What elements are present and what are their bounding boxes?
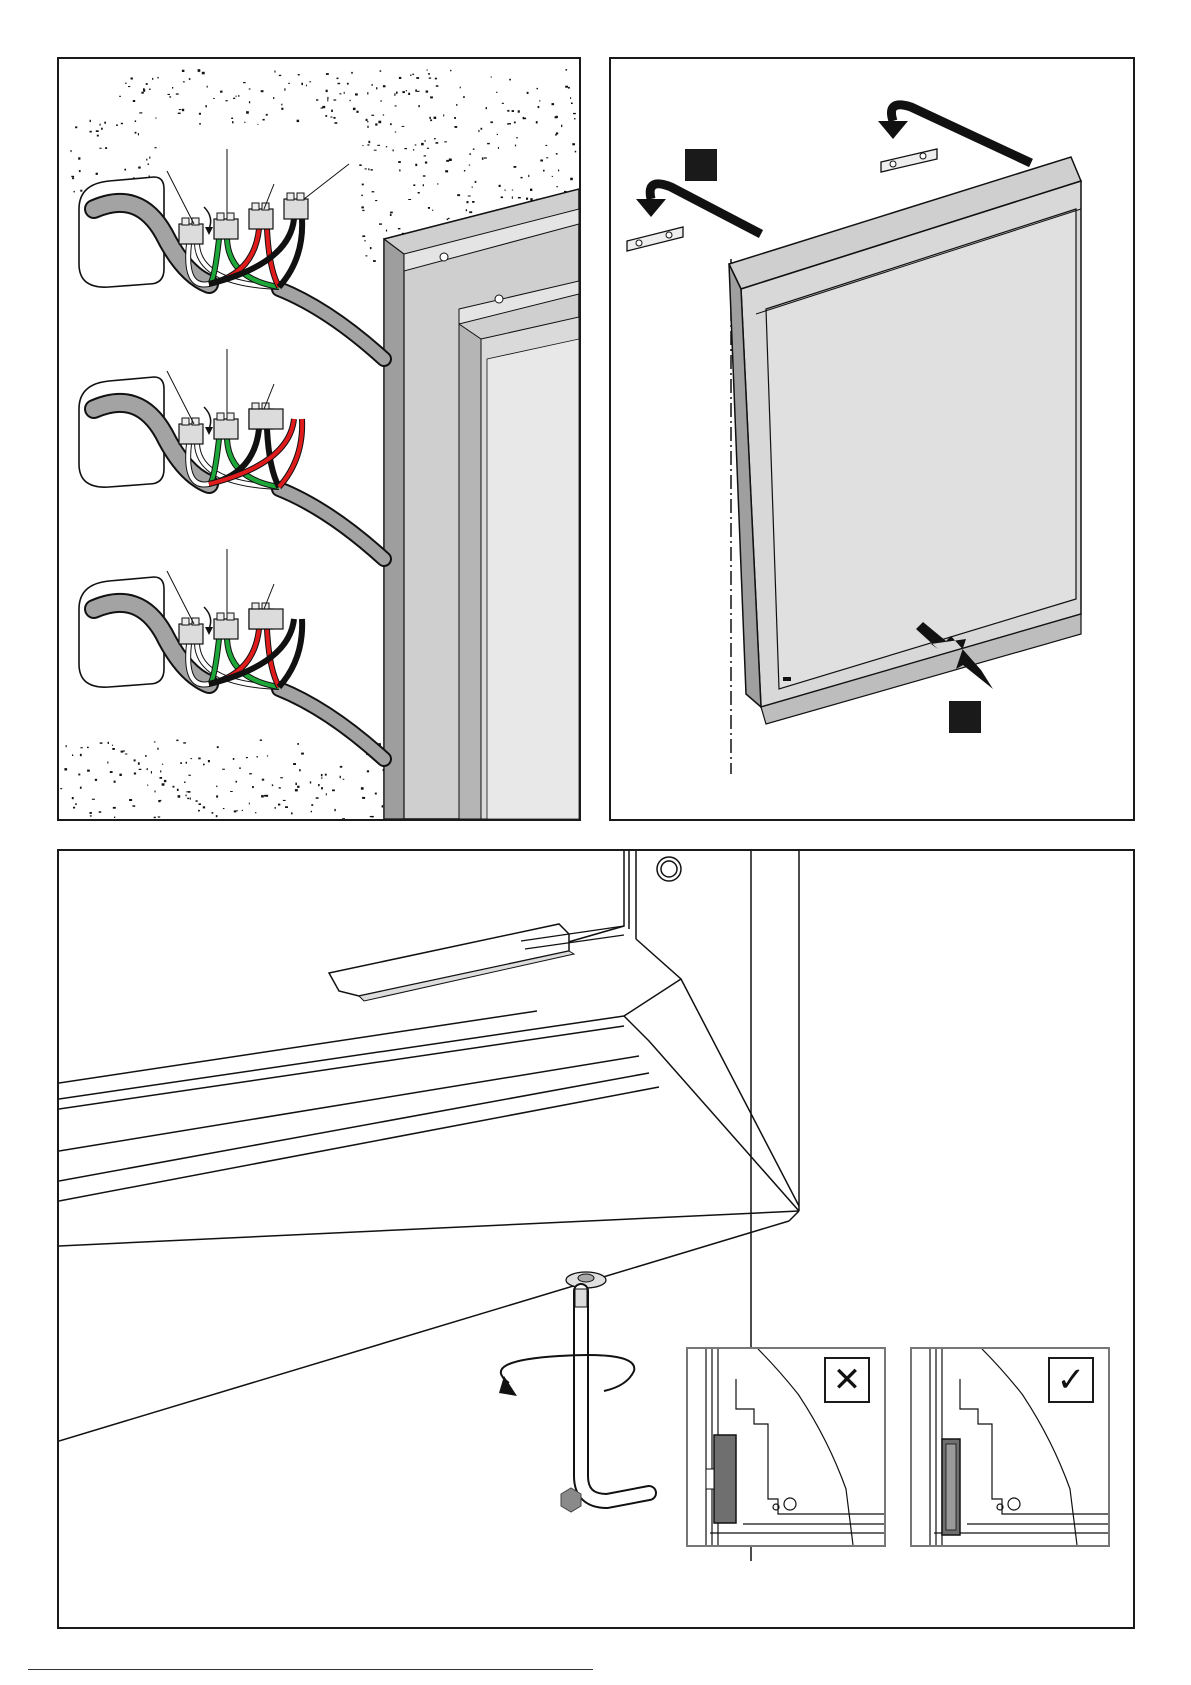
mounting-bracket-left <box>627 227 683 251</box>
wiring-diagram-1 <box>79 149 384 359</box>
cross-mark-label: ✕ <box>833 1363 862 1397</box>
cabinet-mounting-illustration <box>611 59 1133 819</box>
hang-arrow-left <box>636 184 761 234</box>
wiring-illustration-panel <box>57 57 581 821</box>
check-mark-icon: ✓ <box>1048 1357 1094 1403</box>
glass-shelf <box>329 924 624 1001</box>
curved-arrow-icon <box>499 1355 634 1396</box>
step-marker-1 <box>685 149 717 181</box>
cross-mark-icon: ✕ <box>824 1357 870 1403</box>
step-marker-2 <box>949 701 981 733</box>
cabinet-corner <box>384 189 579 819</box>
wiring-diagram-2 <box>79 349 384 559</box>
detail-correct-position: ✓ <box>910 1347 1110 1547</box>
mirror-cabinet <box>729 157 1081 724</box>
wiring-illustration <box>59 59 579 819</box>
hinge-adjustment-panel: ✕ ✓ <box>57 849 1135 1629</box>
allen-key-icon <box>575 1289 649 1501</box>
detail-incorrect-position: ✕ <box>686 1347 886 1547</box>
cabinet-mounting-panel <box>609 57 1135 821</box>
mounting-bracket-right <box>881 149 937 172</box>
footer-rule <box>28 1669 593 1670</box>
hang-arrow-right <box>878 105 1031 163</box>
wiring-diagram-3 <box>79 549 384 759</box>
check-mark-label: ✓ <box>1057 1363 1086 1397</box>
